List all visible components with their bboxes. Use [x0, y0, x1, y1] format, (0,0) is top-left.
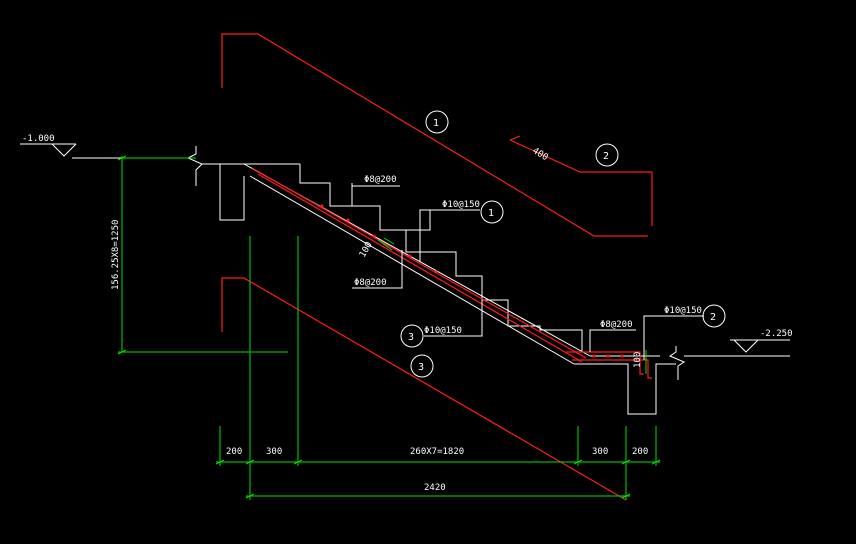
rebar-detail-2-tick — [509, 135, 521, 141]
rebar-label-bottom-dist: Φ8@200 — [354, 278, 387, 288]
horizontal-dimensions — [215, 236, 661, 500]
slab-thickness-text: 100 — [358, 240, 375, 259]
level-lower-text: -2.250 — [760, 329, 793, 339]
rebar-label-bottom-main: Φ10@150 — [424, 326, 462, 336]
height-dimension — [117, 155, 288, 355]
level-marker-lower — [730, 339, 790, 353]
svg-text:1: 1 — [433, 118, 439, 129]
slab-rebar — [251, 167, 652, 379]
rebar-label-top-main: Φ10@150 — [442, 200, 480, 210]
rebar-label-right-main: Φ10@150 — [664, 306, 702, 316]
callout-1a: 1 — [425, 110, 449, 134]
rebar-detail-2 — [509, 139, 653, 226]
callout-3b: 3 — [410, 354, 434, 378]
dim-right-flat: 300 — [592, 447, 608, 457]
dim-steps: 260X7=1820 — [410, 447, 464, 457]
svg-text:2: 2 — [603, 151, 609, 162]
rebar-label-right-dist: Φ8@200 — [600, 320, 633, 330]
rebar-detail-3 — [221, 277, 627, 501]
callout-3a: 3 — [400, 324, 424, 348]
svg-text:1: 1 — [488, 208, 494, 219]
callout-2a: 2 — [595, 143, 619, 167]
svg-text:3: 3 — [418, 362, 424, 373]
level-upper-text: -1.000 — [22, 134, 55, 144]
svg-text:2: 2 — [710, 312, 716, 323]
rebar-leaders — [351, 183, 704, 360]
dim-total: 2420 — [424, 483, 446, 493]
slab-thickness-dimension — [377, 237, 647, 374]
callout-2b: 2 — [702, 304, 726, 328]
svg-text:3: 3 — [408, 332, 414, 343]
callout-1b: 1 — [480, 200, 504, 224]
height-dimension-text: 156.25X8=1250 — [111, 220, 121, 290]
dim-left-support: 200 — [226, 447, 242, 457]
rebar-label-top-dist: Φ8@200 — [364, 175, 397, 185]
slab-thickness-text-right: 100 — [633, 352, 643, 368]
dim-right-support: 200 — [632, 447, 648, 457]
dim-left-flat: 300 — [266, 447, 282, 457]
bend-length-text: 400 — [530, 146, 549, 163]
stair-outline — [72, 146, 790, 415]
rebar-detail-1 — [221, 33, 648, 237]
level-marker-upper — [20, 143, 77, 157]
